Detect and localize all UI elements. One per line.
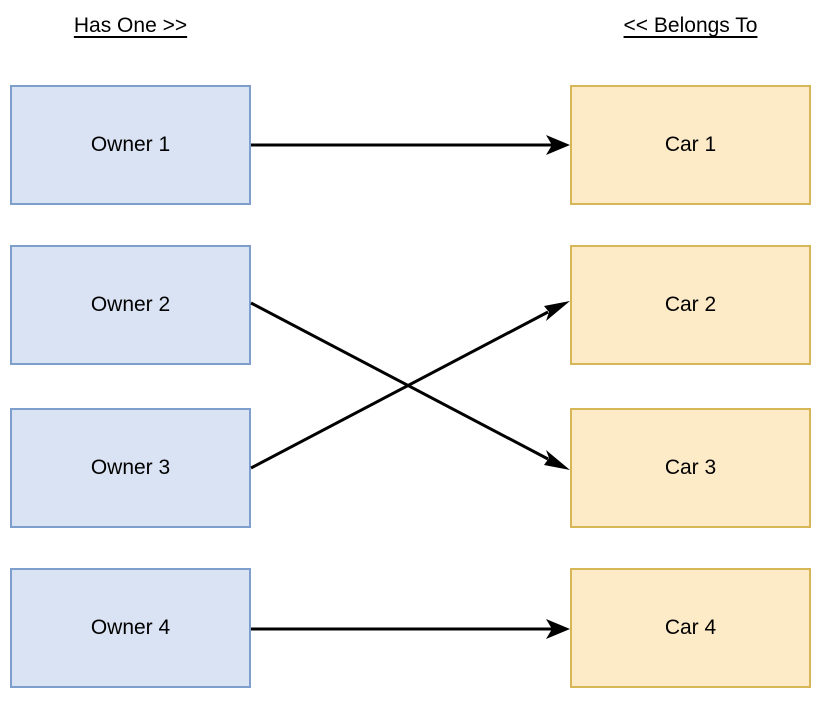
node-car-2[interactable]: Car 2: [570, 245, 811, 365]
node-owner-3[interactable]: Owner 3: [10, 408, 251, 528]
node-car-1[interactable]: Car 1: [570, 85, 811, 205]
node-car-3[interactable]: Car 3: [570, 408, 811, 528]
node-owner-2[interactable]: Owner 2: [10, 245, 251, 365]
edge-line: [250, 301, 549, 461]
column-header-has-one: Has One >>: [73, 14, 188, 37]
arrowhead-icon: [544, 450, 570, 470]
edge-line: [250, 310, 549, 470]
edge-owner-1-to-car-1: [251, 135, 570, 155]
node-owner-1[interactable]: Owner 1: [10, 85, 251, 205]
arrowhead-icon: [544, 301, 570, 321]
arrowhead-icon: [546, 619, 570, 639]
edge-owner-2-to-car-3: [250, 301, 570, 470]
node-owner-4[interactable]: Owner 4: [10, 568, 251, 688]
edge-owner-3-to-car-2: [250, 301, 570, 470]
node-car-4[interactable]: Car 4: [570, 568, 811, 688]
column-header-belongs-to: << Belongs To: [623, 14, 758, 37]
edge-owner-4-to-car-4: [251, 619, 570, 639]
arrowhead-icon: [546, 135, 570, 155]
